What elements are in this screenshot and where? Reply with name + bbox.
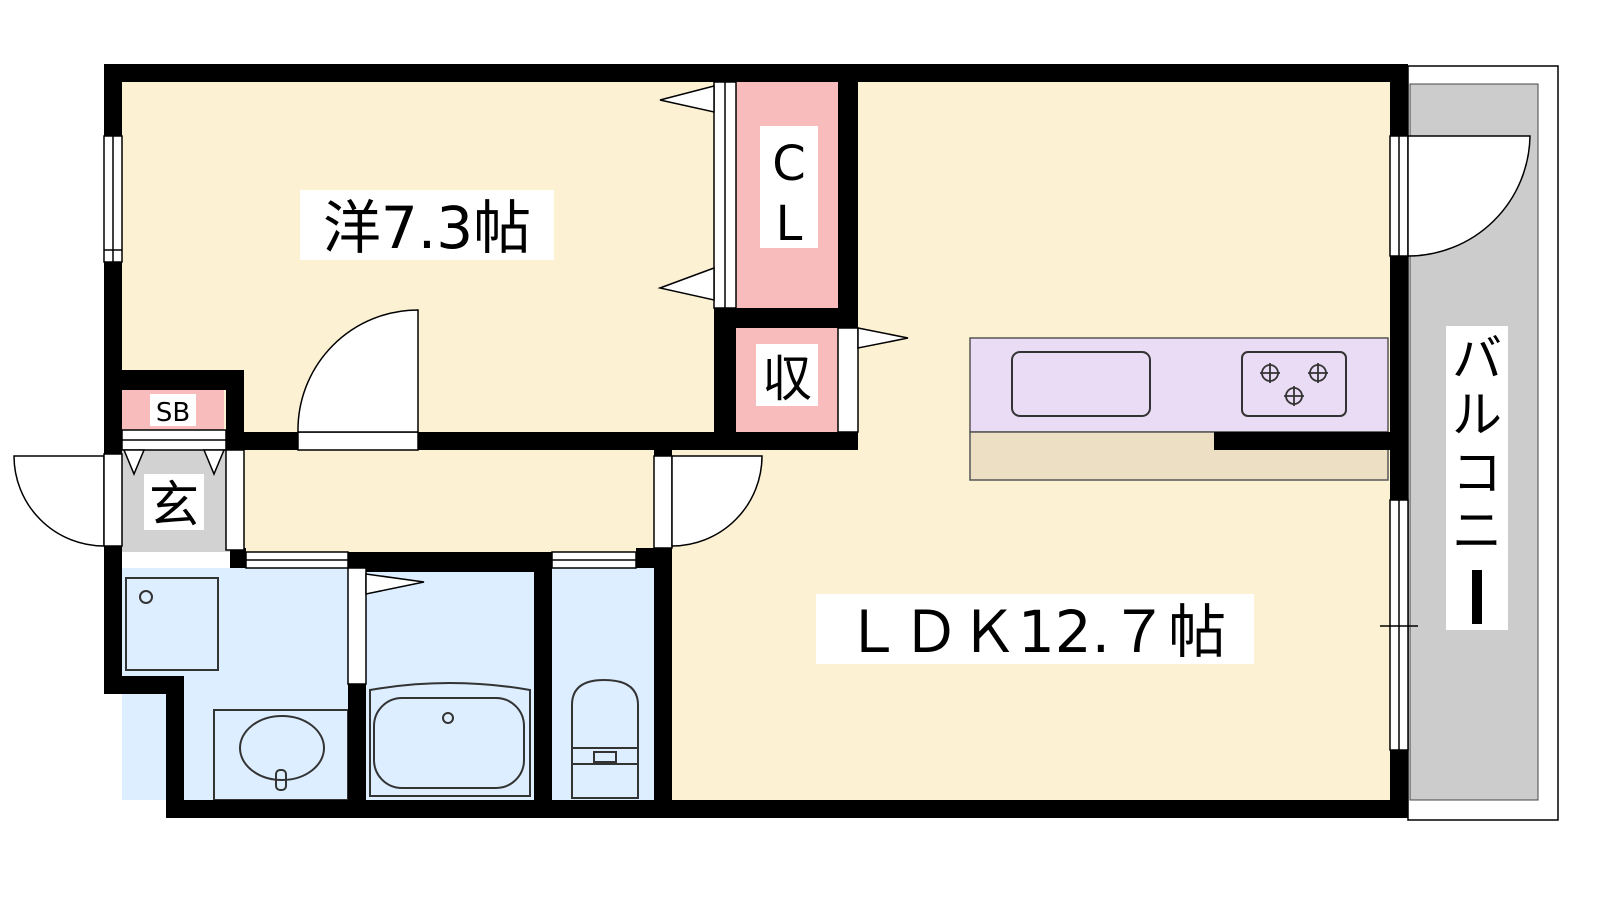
walls [104,64,1408,818]
svg-text:ニ: ニ [1452,502,1502,560]
entrance-label: 玄 [149,476,199,534]
closet-label-l: L [776,196,803,252]
hallway-floor [244,450,672,554]
closet-label-c: C [772,136,806,192]
window-left [103,135,123,263]
closet-label-bg [760,126,818,248]
svg-text:ル: ル [1452,386,1502,444]
balcony-label: バ ル コ ニ [1452,330,1502,624]
washing-machine-pan [125,577,219,671]
bathtub-basin [373,697,525,789]
ldk-label: ＬＤＫ12.７帖 [844,598,1226,666]
svg-text:バ: バ [1452,330,1502,388]
ldk-label-bg [816,594,1254,664]
drain-icon [139,590,153,604]
kitchen-sink [1011,351,1151,417]
window-right-lower [1380,499,1418,751]
bathtub [369,682,531,797]
entrance-label-bg [144,474,204,530]
western-room-label: 洋7.3帖 [323,194,531,262]
stove [1241,351,1347,417]
storage-label: 収 [762,350,812,408]
basin-faucet [275,769,287,791]
partitions [121,81,859,685]
bath-drain-icon [442,712,454,724]
storage-label-bg [756,344,818,406]
shoe-box-label: SB [156,398,190,428]
basin-bowl [239,715,325,781]
shoe-box-label-bg [150,394,196,426]
toilet-icon [571,678,639,799]
sliding-arrows [122,85,909,595]
svg-text:コ: コ [1452,444,1502,502]
window-right-upper [1389,135,1409,257]
door-swings [13,135,1531,547]
western-label-bg [300,190,554,260]
burner-icon [1260,363,1328,406]
